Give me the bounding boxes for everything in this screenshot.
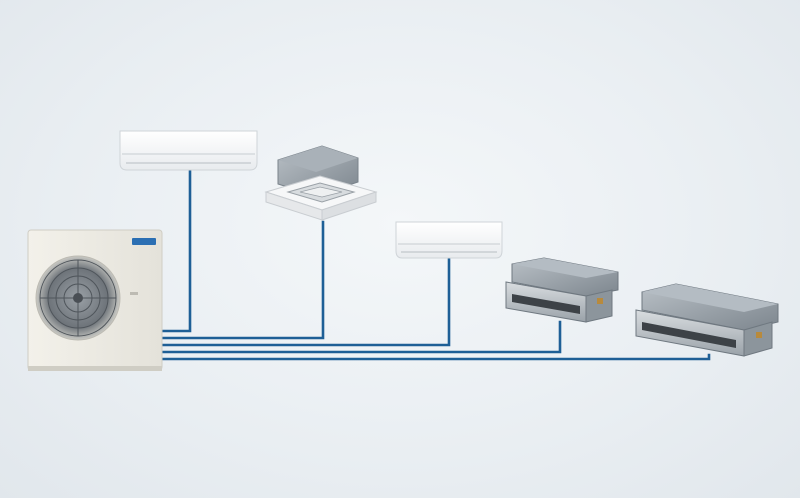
pipe-indoor-5 [158, 353, 711, 361]
refrigerant-pipes [158, 168, 711, 361]
outdoor-ac-unit-icon [27, 229, 163, 371]
wall-split-unit-icon [119, 130, 258, 171]
pipe-indoor-4 [158, 320, 562, 354]
pipe-indoor-1 [158, 168, 192, 333]
pipe-indoor-2 [158, 220, 325, 340]
pipe-indoor-3 [158, 256, 451, 347]
ducted-unit-icon [635, 283, 779, 357]
brand-logo-plate [132, 238, 156, 245]
ducted-unit-icon [505, 257, 619, 323]
wall-split-unit-icon [395, 221, 503, 259]
ceiling-cassette-icon [264, 145, 378, 221]
